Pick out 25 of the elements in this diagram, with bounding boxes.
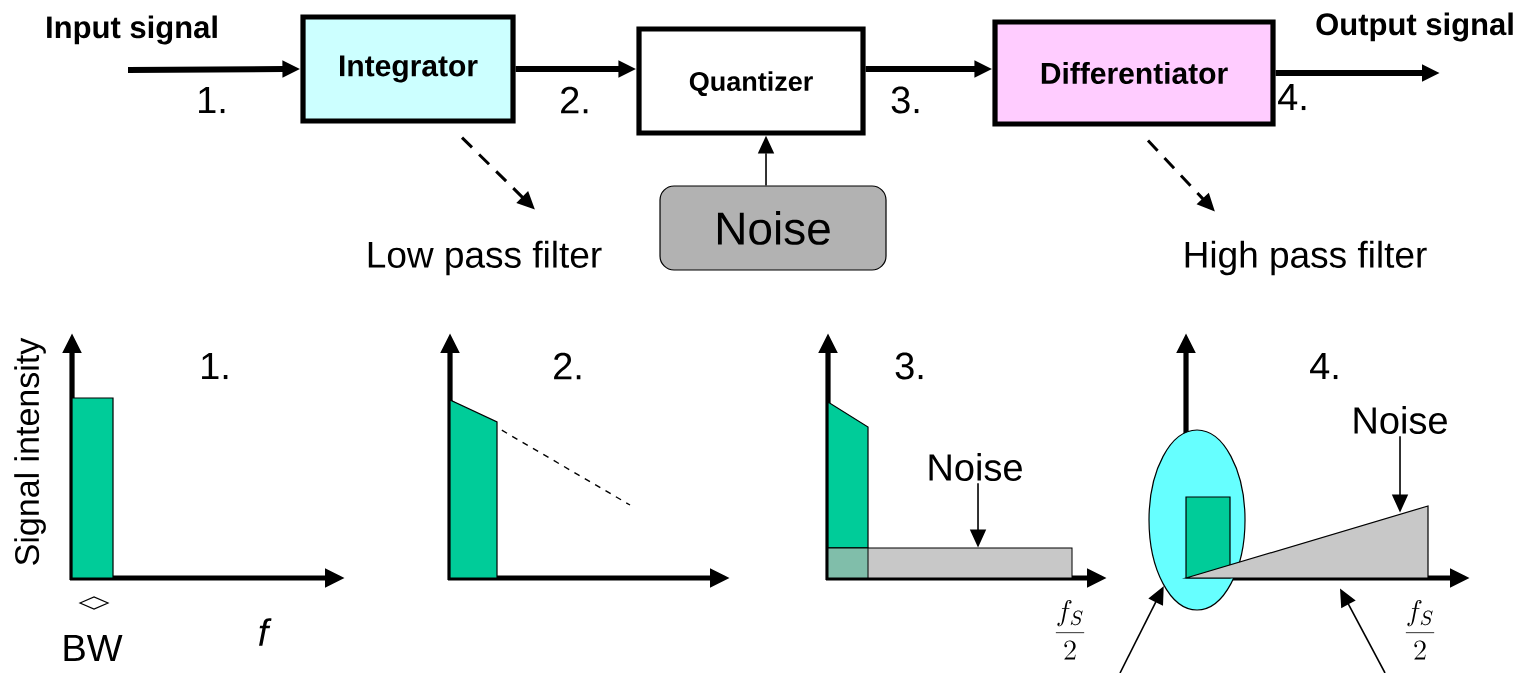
- axis-label: f: [259, 618, 272, 646]
- stage-number: 4.: [1278, 83, 1306, 111]
- stage-number: 1.: [199, 86, 225, 114]
- stage-number: 3.: [891, 86, 919, 114]
- signal-label: Output signal: [1316, 12, 1513, 42]
- signal-band: [827, 400, 869, 549]
- signal-band: [1185, 496, 1231, 579]
- signal-label: Input signal: [47, 15, 217, 45]
- process-box: Quantizer: [636, 26, 866, 136]
- process-box: Differentiator: [992, 19, 1276, 127]
- signal-band: [71, 397, 114, 579]
- noise-band: [827, 547, 1073, 579]
- signal-band: [449, 399, 498, 579]
- filter-label: High pass filter: [1185, 240, 1427, 276]
- bandwidth-label: BW: [64, 634, 123, 662]
- stage-number: 2.: [561, 86, 588, 114]
- chart-number: 3.: [895, 352, 923, 380]
- noise-label: Noise: [929, 453, 1022, 481]
- noise-source-box: Noise: [659, 185, 887, 271]
- chart-number: 4.: [1310, 352, 1338, 380]
- chart-number: 2.: [554, 352, 581, 380]
- filter-label: Low pass filter: [368, 240, 602, 276]
- process-box: Integrator: [300, 14, 516, 124]
- chart-number: 1.: [202, 352, 228, 380]
- noise-label: Noise: [1354, 406, 1447, 434]
